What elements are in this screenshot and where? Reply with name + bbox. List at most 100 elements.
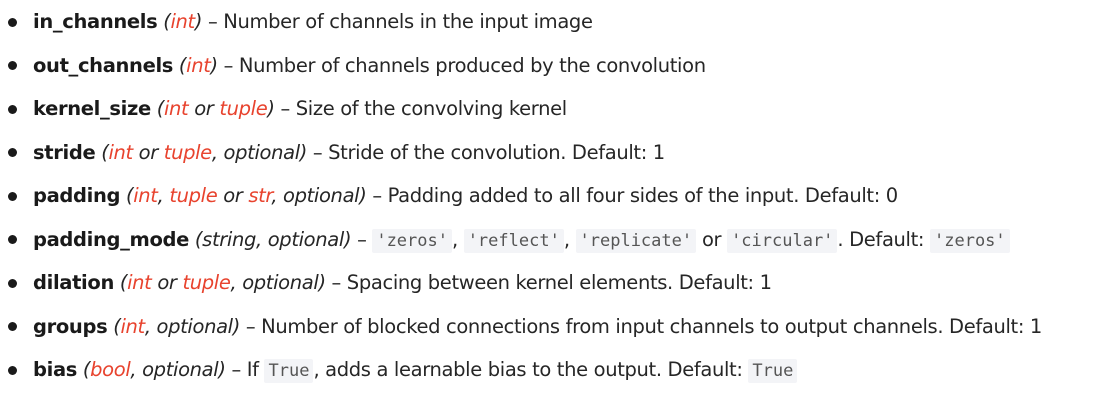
code-literal: 'circular' (727, 228, 838, 253)
param-description: – Stride of the convolution. Default: 1 (307, 141, 665, 164)
param-item-groups: groups (int, optional) – Number of block… (0, 305, 1098, 349)
description-text: , adds a learnable bias to the output. D… (313, 358, 749, 381)
type-paren: ) (299, 140, 308, 164)
code-literal: 'replicate' (575, 228, 697, 253)
description-text: – Spacing between kernel elements. Defau… (325, 271, 772, 294)
param-item-bias: bias (bool, optional) – If True, adds a … (0, 348, 1098, 392)
type-text: , (157, 184, 170, 207)
type-paren: ) (218, 358, 226, 381)
param-name: padding_mode (33, 227, 190, 251)
type-paren: ) (318, 271, 326, 294)
param-type: (int, tuple or str, optional) (126, 184, 367, 207)
param-item-padding_mode: padding_mode (string, optional) – 'zeros… (0, 218, 1098, 262)
code-literal: True (264, 359, 314, 383)
type-paren: ( (163, 10, 171, 33)
param-name: out_channels (33, 53, 174, 77)
code-literal: 'reflect' (463, 228, 564, 253)
param-name: stride (33, 140, 96, 164)
param-item-out_channels: out_channels (int) – Number of channels … (0, 44, 1098, 88)
parameter-list: in_channels (int) – Number of channels i… (0, 0, 1098, 392)
type-link-tuple[interactable]: tuple (219, 97, 268, 120)
type-link-tuple[interactable]: tuple (169, 184, 218, 207)
type-link-int[interactable]: int (108, 140, 133, 164)
param-description: – Spacing between kernel elements. Defau… (326, 271, 772, 294)
param-item-kernel_size: kernel_size (int or tuple) – Size of the… (0, 87, 1098, 131)
description-text: – Stride of the convolution. Default: 1 (307, 140, 665, 164)
type-link-str[interactable]: str (248, 184, 272, 207)
type-text: or (217, 184, 249, 207)
description-text: , (451, 227, 464, 251)
param-item-padding: padding (int, tuple or str, optional) – … (0, 174, 1098, 218)
type-link-int[interactable]: int (127, 271, 152, 294)
param-description: – Number of channels in the input image (202, 10, 593, 33)
bullet-icon (8, 191, 17, 201)
description-text: – (351, 227, 373, 251)
description-text: – Number of blocked connections from inp… (240, 314, 1042, 338)
param-description: – Size of the convolving kernel (275, 97, 567, 120)
param-description: – Number of blocked connections from inp… (240, 315, 1042, 338)
description-text: – If (225, 358, 265, 381)
type-text: , optional (271, 184, 360, 207)
type-text: or (188, 97, 220, 120)
type-paren: ) (210, 53, 219, 77)
param-type: (bool, optional) (83, 358, 226, 381)
param-type: (string, optional) (195, 227, 352, 251)
type-paren: ( (156, 97, 165, 120)
param-type: (int) (179, 54, 218, 77)
type-paren: ( (101, 140, 109, 164)
bullet-icon (8, 148, 17, 158)
type-paren: ) (359, 184, 367, 207)
type-link-int[interactable]: int (163, 97, 189, 120)
type-text: , optional (130, 358, 219, 381)
param-type: (int or tuple) (157, 97, 275, 120)
bullet-icon (8, 61, 17, 71)
param-description: – Number of channels produced by the con… (218, 54, 706, 77)
param-name: bias (33, 358, 78, 381)
type-link-int[interactable]: int (170, 10, 195, 33)
type-paren: ) (343, 227, 352, 251)
bullet-icon (8, 322, 17, 332)
type-link-tuple[interactable]: tuple (163, 140, 212, 164)
type-link-int[interactable]: int (120, 314, 145, 338)
param-description: – If True, adds a learnable bias to the … (225, 358, 798, 383)
param-item-dilation: dilation (int or tuple, optional) – Spac… (0, 261, 1098, 305)
param-name: kernel_size (33, 97, 151, 120)
param-description: – 'zeros', 'reflect', 'replicate' or 'ci… (351, 227, 1010, 253)
param-name: dilation (33, 271, 114, 294)
param-name: groups (33, 314, 108, 338)
type-paren: ( (82, 358, 91, 381)
type-text: , optional (144, 314, 233, 338)
type-text: , optional (211, 140, 300, 164)
type-link-bool[interactable]: bool (90, 358, 131, 381)
param-item-stride: stride (int or tuple, optional) – Stride… (0, 131, 1098, 175)
type-text: or (132, 140, 164, 164)
description-text: . Default: (837, 227, 930, 251)
param-type: (int or tuple, optional) (120, 271, 326, 294)
type-link-tuple[interactable]: tuple (182, 271, 231, 294)
type-paren: ( (113, 314, 121, 338)
type-paren: ( (125, 184, 134, 207)
param-name: padding (33, 184, 121, 207)
param-type: (int or tuple, optional) (101, 141, 307, 164)
type-paren: ) (267, 97, 275, 120)
bullet-icon (8, 278, 17, 288)
param-item-in_channels: in_channels (int) – Number of channels i… (0, 0, 1098, 44)
code-literal: 'zeros' (930, 228, 1010, 253)
bullet-icon (8, 104, 17, 114)
description-text: or (696, 227, 728, 251)
type-text: or (151, 271, 183, 294)
bullet-icon (8, 365, 17, 375)
param-description: – Padding added to all four sides of the… (367, 184, 898, 207)
description-text: , (563, 227, 576, 251)
description-text: – Number of channels produced by the con… (217, 53, 706, 77)
bullet-icon (8, 17, 17, 27)
type-link-int[interactable]: int (186, 53, 211, 77)
type-paren: ( (119, 271, 128, 294)
type-paren: ( (178, 53, 187, 77)
type-text: , optional (230, 271, 319, 294)
type-link-int[interactable]: int (133, 184, 158, 207)
code-literal: 'zeros' (372, 228, 452, 253)
bullet-icon (8, 235, 17, 245)
code-literal: True (748, 359, 798, 383)
description-text: – Padding added to all four sides of the… (366, 184, 898, 207)
